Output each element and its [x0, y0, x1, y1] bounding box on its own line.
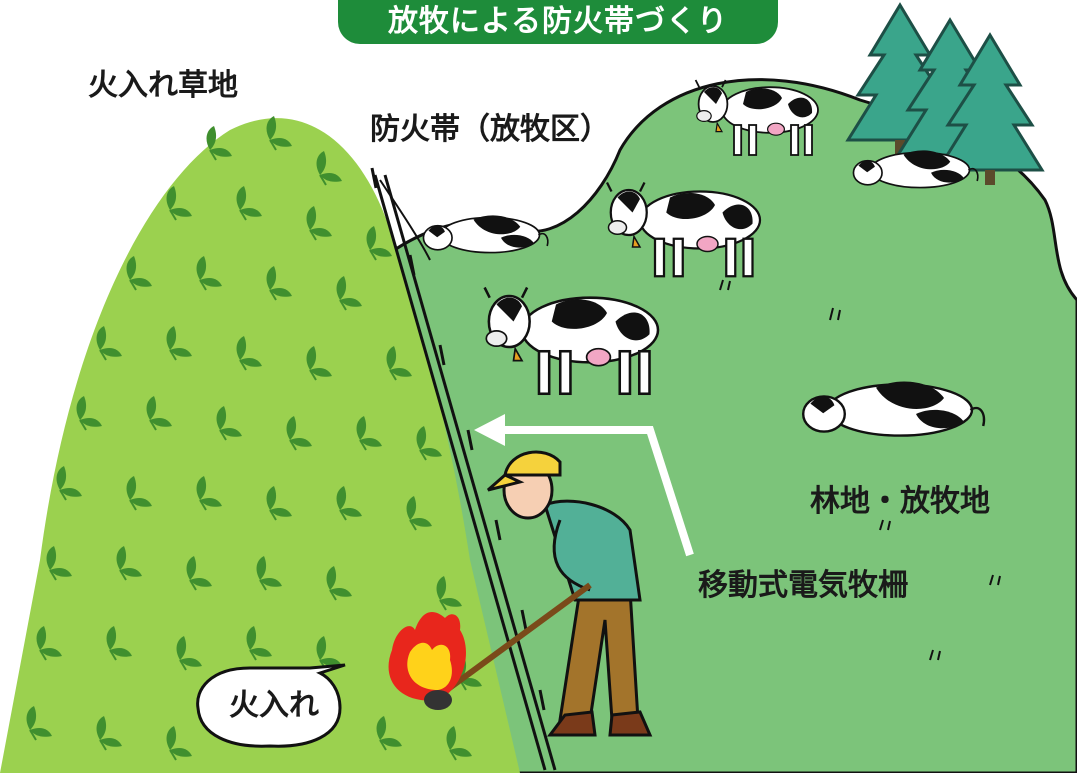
farmer-icon: [438, 450, 653, 737]
electric-fence-label: 移動式電気牧柵: [698, 568, 908, 603]
forest-pasture-label: 林地・放牧地: [810, 484, 990, 519]
firebreak-label: 防火帯（放牧区）: [370, 112, 610, 147]
burn-grassland-label: 火入れ草地: [88, 68, 238, 103]
fence-icon: [370, 167, 557, 771]
arrow-icon: [500, 426, 694, 557]
burning-bubble-label: 火入れ: [229, 688, 319, 723]
title-banner: 放牧による防火帯づくり: [338, 0, 778, 44]
speech-bubble-icon: [196, 663, 346, 748]
torch-flame-icon: [388, 611, 466, 710]
